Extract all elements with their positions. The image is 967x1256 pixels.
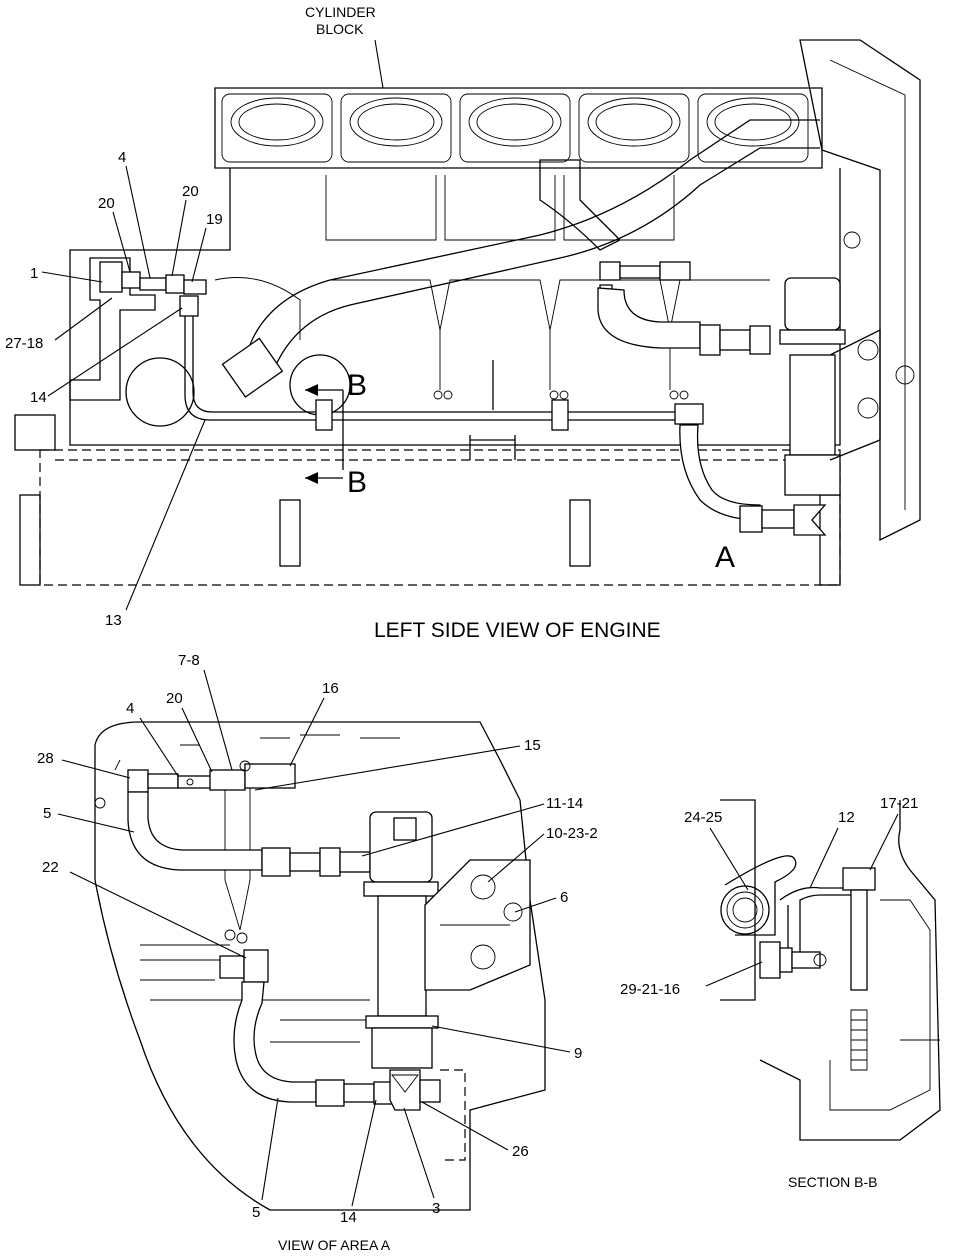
section-bb-view: 17-21 24-25 12 29-21-16 SECTION B-B — [620, 795, 941, 1190]
callout-19: 19 — [206, 211, 223, 228]
section-bb-callouts: 17-21 24-25 12 29-21-16 — [620, 795, 918, 998]
callout-1: 1 — [30, 265, 38, 282]
callout-13: 13 — [105, 612, 122, 629]
callout-10-23-2: 10-23-2 — [546, 825, 598, 842]
callout-20-left: 20 — [98, 195, 115, 212]
callout-29-21-16: 29-21-16 — [620, 981, 680, 998]
callout-4: 4 — [118, 149, 126, 166]
callout-20-right: 20 — [182, 183, 199, 200]
callout-11-14: 11-14 — [546, 795, 583, 812]
left-view-callouts: 1 27-18 14 20 4 20 19 13 — [5, 149, 223, 629]
area-a-view: 7-8 16 20 4 28 15 11-14 5 10-23-2 22 6 9… — [37, 652, 598, 1253]
callout-22: 22 — [42, 859, 59, 876]
callout-20: 20 — [166, 690, 183, 707]
section-marker-top: B — [347, 369, 367, 402]
callout-17-21: 17-21 — [880, 795, 918, 812]
left-view-title: LEFT SIDE VIEW OF ENGINE — [374, 619, 661, 642]
area-marker: A — [715, 541, 735, 574]
callout-12: 12 — [838, 809, 855, 826]
top-left-fittings — [99, 261, 207, 317]
callout-9: 9 — [574, 1045, 582, 1062]
area-a-callouts: 7-8 16 20 4 28 15 11-14 5 10-23-2 22 6 9… — [37, 652, 598, 1226]
left-side-view: B B A CYLINDER BLOCK 1 27-18 14 20 4 20 … — [5, 4, 921, 642]
callout-14: 14 — [30, 389, 47, 406]
cylinder-head-row — [214, 87, 823, 169]
callout-26: 26 — [512, 1143, 529, 1160]
section-bb-caption: SECTION B-B — [788, 1174, 877, 1190]
cylinder-block-label-line1: CYLINDER — [305, 4, 376, 20]
callout-7-8: 7-8 — [178, 652, 200, 669]
callout-6: 6 — [560, 889, 568, 906]
callout-5-upper: 5 — [43, 805, 51, 822]
callout-24-25: 24-25 — [684, 809, 722, 826]
callout-27-18: 27-18 — [5, 335, 43, 352]
callout-15: 15 — [524, 737, 541, 754]
callout-4: 4 — [126, 700, 134, 717]
area-a-caption: VIEW OF AREA A — [278, 1237, 391, 1253]
section-marker-bottom: B — [347, 466, 367, 499]
callout-5-lower: 5 — [252, 1204, 260, 1221]
callout-28: 28 — [37, 750, 54, 767]
callout-3: 3 — [432, 1200, 440, 1217]
callout-16: 16 — [322, 680, 339, 697]
cylinder-block-label-line2: BLOCK — [316, 21, 364, 37]
callout-14: 14 — [340, 1209, 357, 1226]
